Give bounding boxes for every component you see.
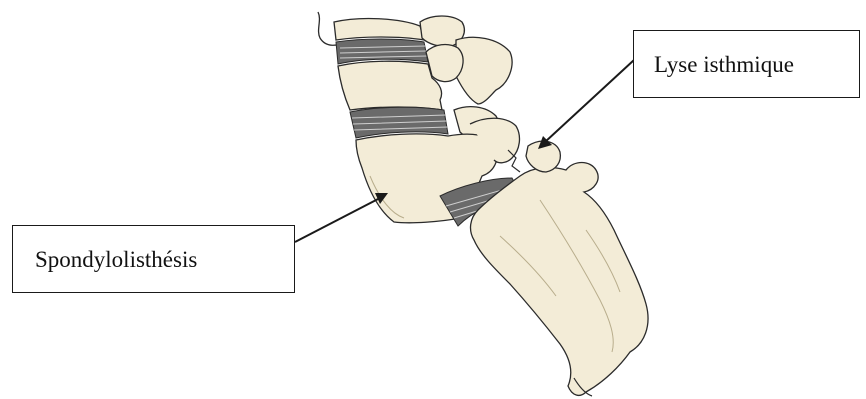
lysis-arrow bbox=[538, 60, 634, 149]
disc-l3-l4 bbox=[336, 39, 428, 64]
lysis-label: Lyse isthmique bbox=[633, 30, 860, 98]
spondylolisthesis-label: Spondylolisthésis bbox=[12, 225, 295, 293]
spondylolisthesis-arrow bbox=[295, 193, 388, 242]
disc-l4-l5 bbox=[350, 107, 448, 138]
